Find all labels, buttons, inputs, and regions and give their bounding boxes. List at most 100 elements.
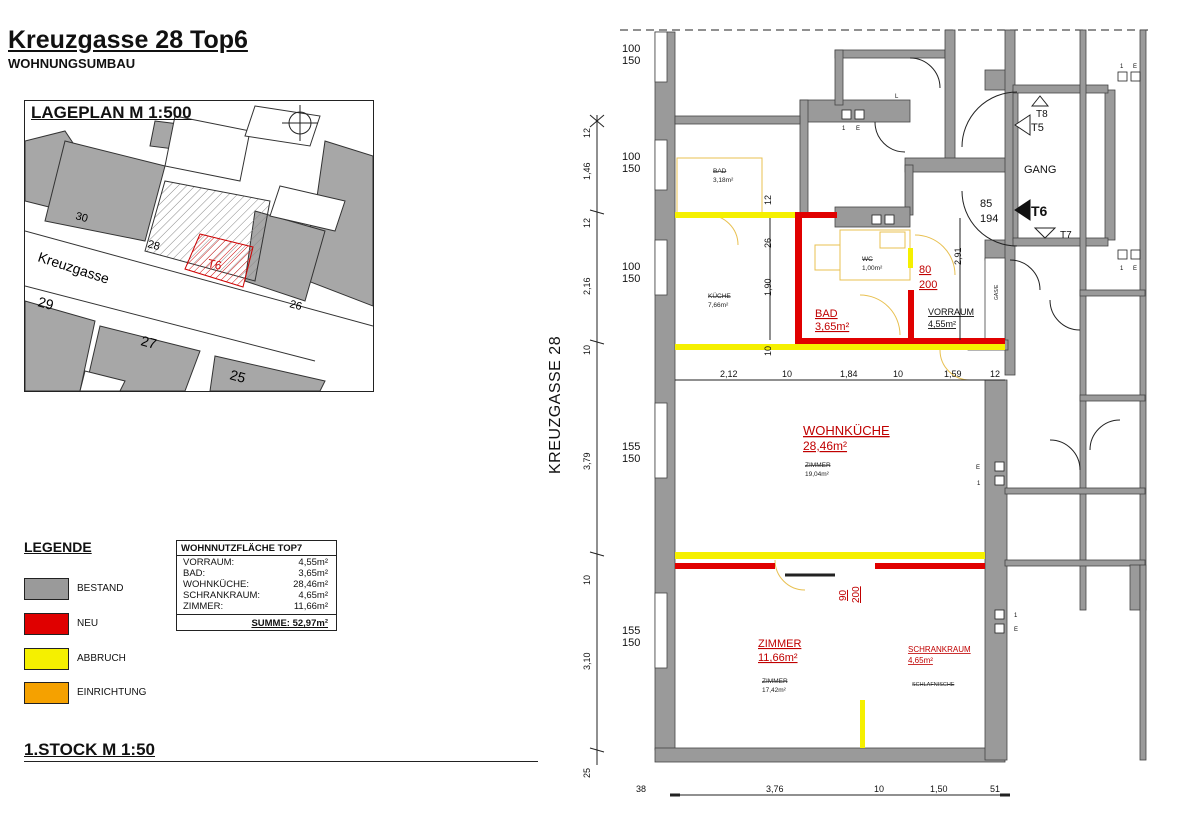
street-edge [25, 285, 316, 362]
window-dim: 100 [622, 261, 640, 273]
site-number: 28 [146, 238, 161, 253]
wall [1104, 89, 1116, 241]
street-edge [25, 230, 373, 327]
room-label-old: ZIMMER [805, 462, 831, 469]
meter-icon [1130, 71, 1141, 82]
row-dim: 12 [990, 369, 1000, 379]
interior-lines [596, 57, 1121, 796]
new-walls [675, 212, 1005, 569]
site-block-white [164, 115, 251, 182]
wall [834, 49, 844, 106]
mark: E [1133, 266, 1137, 272]
mark: E [1133, 64, 1137, 70]
window [654, 31, 668, 83]
left-dim: 10 [582, 345, 592, 355]
site-plan-drawing: 30 28 29 27 26 25 Kreuzgasse T6 [25, 105, 373, 391]
left-dim: 25 [582, 768, 592, 778]
site-plan: 30 28 29 27 26 25 Kreuzgasse T6 LAGEPLAN… [24, 100, 374, 392]
abbruch-wall [675, 552, 985, 559]
neu-wall [802, 212, 837, 218]
room-labels: BAD 3,18m² KÜCHE 7,66m² WC 1,00m² BAD 3,… [708, 164, 1056, 694]
site-block [25, 300, 96, 391]
window [654, 239, 668, 296]
area-row-name: ZIMMER: [183, 601, 224, 612]
wall-bottom [654, 747, 1006, 763]
legend-label: EINRICHTUNG [77, 687, 147, 698]
room-label-wohnkueche: WOHNKÜCHE [803, 423, 890, 438]
wall [1079, 289, 1146, 297]
legend-title: LEGENDE [24, 539, 92, 555]
wall [1139, 564, 1147, 761]
legend-item-bestand: BESTAND [24, 578, 184, 600]
wall [904, 157, 1016, 173]
wall [944, 29, 956, 166]
site-block [209, 355, 326, 391]
meter-icon [884, 214, 895, 225]
vert-dim: 10 [763, 346, 773, 356]
door-swing [1049, 299, 1081, 331]
neu-wall [875, 563, 985, 569]
area-row-name: SCHRANKRAUM: [183, 590, 261, 601]
vert-dim: 2,91 [953, 247, 963, 265]
room-label-zimmer: ZIMMER [758, 638, 801, 650]
door-swing [707, 214, 739, 246]
left-dim: 1,46 [582, 162, 592, 180]
site-unit-label: T6 [206, 256, 223, 273]
door-dim: 194 [980, 213, 998, 225]
gas-label: GAS/E [994, 284, 1000, 300]
room-label-old: ZIMMER [762, 678, 788, 685]
door-arrow-icon [1033, 227, 1057, 239]
room-label-old: KÜCHE [708, 292, 731, 300]
floor-title-rule [24, 761, 538, 762]
window-dim: 100 [622, 151, 640, 163]
area-row-name: VORRAUM: [183, 557, 235, 568]
vert-dim: 26 [763, 238, 773, 248]
wall [1004, 559, 1146, 567]
meter-icon [994, 475, 1005, 486]
room-area-old: 19,04m² [805, 471, 830, 478]
legend-item-abbruch: ABBRUCH [24, 648, 184, 670]
left-dim: 2,16 [582, 277, 592, 295]
area-row-value: 28,46m² [293, 579, 328, 590]
room-label-bad: BAD [815, 308, 838, 320]
area-row-value: 4,55m² [298, 557, 328, 568]
meter-icon [994, 461, 1005, 472]
site-unit-t6 [184, 233, 254, 288]
wall [1129, 564, 1141, 611]
door-dim-new: 200 [851, 586, 862, 603]
door-swing [874, 121, 906, 153]
site-number: 30 [74, 210, 89, 225]
door-swing [1049, 439, 1081, 471]
fixture [814, 244, 841, 271]
abbruch-wall [908, 248, 913, 268]
legend-item-einrichtung: EINRICHTUNG [24, 682, 184, 704]
windows [654, 31, 668, 669]
floor-plan: .t { font-family:"Liberation Sans", sans… [582, 29, 1150, 797]
area-row: SCHRANKRAUM:4,65m² [183, 590, 328, 601]
door-swing [914, 234, 956, 276]
neu-wall [795, 338, 1005, 344]
area-row-name: WOHNKÜCHE: [183, 579, 249, 590]
window-dim: 155 [622, 441, 640, 453]
site-number: 25 [228, 366, 247, 386]
site-block [84, 325, 201, 391]
door-dim-new: 90 [838, 589, 849, 601]
meter-icon [841, 109, 852, 120]
meter-icon [994, 609, 1005, 620]
legend-swatch [24, 682, 69, 704]
site-plan-title: LAGEPLAN M 1:500 [31, 103, 192, 122]
site-block [44, 140, 166, 242]
meter-icon [1130, 249, 1141, 260]
site-block-white [79, 370, 126, 391]
bottom-dim: 38 [636, 784, 646, 794]
door-swing [961, 190, 1018, 247]
wall-right [984, 379, 1008, 761]
room-area-old: 3,18m² [713, 177, 734, 184]
row-dim: 1,59 [944, 369, 962, 379]
door-markers [1014, 95, 1057, 239]
door-arrow-icon [1014, 199, 1031, 221]
mark: 1 [1014, 613, 1018, 619]
door-label-t8: T8 [1036, 109, 1048, 120]
meter-icon [854, 109, 865, 120]
mark: 1 [1120, 266, 1124, 272]
